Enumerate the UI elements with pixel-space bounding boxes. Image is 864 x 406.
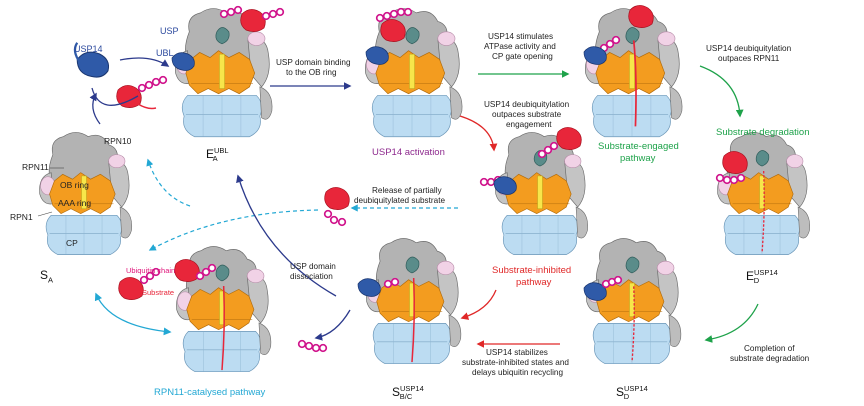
label-ubiquitin-chain: Ubiquitin chain [126, 266, 176, 275]
arrow-release-left [148, 209, 319, 251]
arrow-degradation [699, 65, 744, 118]
arrow-release-up [146, 158, 191, 207]
anno-completion-2: substrate degradation [730, 354, 810, 363]
arrow-usp14-return [89, 92, 101, 125]
proteasome-rpn11-catalysed [176, 246, 272, 373]
pathway-substrate-inhibited-2: pathway [516, 277, 552, 288]
pathway-substrate-inhibited-1: Substrate-inhibited [492, 265, 572, 276]
free-substrate [116, 75, 168, 110]
label-ubl: UBL [156, 48, 174, 58]
pathway-usp14-activation: USP14 activation [372, 147, 445, 158]
state-sbc-usp14: SUSP14B/C [392, 384, 424, 402]
proteasome-sd-usp14 [586, 238, 682, 365]
anno-deub-eng-3: engagement [506, 120, 552, 129]
anno-stabilizes-3: delays ubiquitin recycling [472, 368, 564, 377]
pathway-substrate-engaged-1: Substrate-engaged [598, 141, 679, 152]
pathway-rpn11-catalysed: RPN11-catalysed pathway [154, 387, 266, 398]
arrow-rpn11-catalysed [94, 292, 172, 336]
arrow-completion [704, 303, 759, 343]
anno-deub-eng-1: USP14 deubiquitylation [484, 100, 570, 109]
label-usp14-free: USP14 [74, 44, 103, 54]
anno-release-1: Release of partially [372, 186, 442, 195]
anno-deub-rpn11-1: USP14 deubiquitylation [706, 44, 792, 53]
proteasome-sa [39, 132, 133, 255]
arrow-to-inhibited [459, 115, 498, 152]
anno-usp-binding-1: USP domain binding [276, 58, 351, 67]
label-aaa-ring: AAA ring [58, 198, 92, 208]
label-rpn11: RPN11 [22, 162, 49, 172]
label-rpn10: RPN10 [104, 136, 132, 146]
engaged-substrate [628, 5, 654, 28]
anno-stimulates-1: USP14 stimulates [488, 32, 554, 41]
anno-stimulates-3: CP gate opening [492, 52, 553, 61]
state-ea-ubl: EUBLA [206, 146, 229, 164]
label-substrate: Substrate [142, 288, 175, 297]
pointer-rpn1 [37, 211, 53, 217]
arrow-dissociation-down [314, 309, 351, 341]
anno-dissociation-1: USP domain [290, 262, 336, 271]
anno-stimulates-2: ATPase activity and [484, 42, 556, 51]
arrow-inhibited-down [460, 289, 497, 320]
proteasome-usp14-activation [365, 8, 463, 138]
state-sd-usp14: SUSP14D [616, 384, 648, 402]
proteasome-sbc-usp14 [366, 238, 462, 365]
state-ed-usp14: EUSP14D [746, 268, 778, 286]
label-cp: CP [66, 238, 78, 248]
label-ob-ring: OB ring [60, 180, 89, 190]
released-substrate [323, 187, 350, 227]
label-usp: USP [160, 26, 179, 36]
anno-release-2: deubiquitylated substrate [354, 196, 446, 205]
proteasome-substrate-engaged [585, 8, 683, 138]
anno-dissociation-2: dissociation [290, 272, 333, 281]
released-ub-chain [297, 339, 328, 353]
ed-ub [715, 151, 748, 185]
anno-deub-eng-2: outpaces substrate [492, 110, 562, 119]
anno-stabilizes-2: substrate-inhibited states and [462, 358, 569, 367]
pathway-substrate-degradation: Substrate degradation [716, 127, 810, 138]
free-usp14 [73, 42, 110, 78]
anno-stabilizes-1: USP14 stabilizes [486, 348, 548, 357]
arrow-dissociation [236, 174, 337, 297]
state-sa: SA [40, 268, 54, 285]
pathway-substrate-engaged-2: pathway [620, 153, 656, 164]
center-ub [479, 175, 517, 195]
proteasome-ed-usp14 [717, 132, 811, 255]
anno-completion-1: Completion of [744, 344, 795, 353]
label-rpn1: RPN1 [10, 212, 33, 222]
anno-deub-rpn11-2: outpaces RPN11 [718, 54, 780, 63]
proteasome-ea-ubl [175, 8, 273, 138]
anno-usp-binding-2: to the OB ring [286, 68, 337, 77]
